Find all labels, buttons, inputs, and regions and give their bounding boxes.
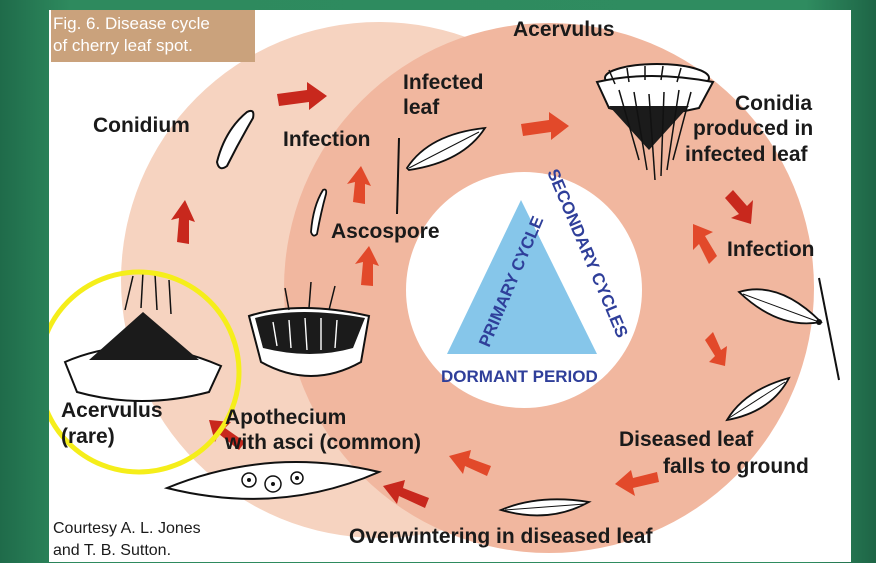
diagram-slide: PRIMARY CYCLE SECONDARY CYCLES DORMANT P… xyxy=(49,10,851,562)
label-infection-right: Infection xyxy=(727,238,815,261)
label-acervulus-top: Acervulus xyxy=(513,18,615,41)
figure-title-line2: of cherry leaf spot. xyxy=(53,36,193,55)
label-acervulus-rare-1: Acervulus xyxy=(61,399,163,422)
label-apothecium-2: with asci (common) xyxy=(224,431,421,454)
label-infected-leaf-2: leaf xyxy=(403,96,440,119)
label-diseased-leaf-1: Diseased leaf xyxy=(619,428,754,451)
disease-cycle-diagram: PRIMARY CYCLE SECONDARY CYCLES DORMANT P… xyxy=(49,10,851,562)
credit-line1: Courtesy A. L. Jones xyxy=(53,520,201,537)
label-conidia-3: infected leaf xyxy=(685,143,809,166)
label-overwintering: Overwintering in diseased leaf xyxy=(349,525,653,548)
label-apothecium-1: Apothecium xyxy=(225,406,346,429)
credit-line2: and T. B. Sutton. xyxy=(53,542,171,559)
dormant-period-label: DORMANT PERIOD xyxy=(441,367,598,386)
label-conidia-1: Conidia xyxy=(735,92,812,115)
label-diseased-leaf-2: falls to ground xyxy=(663,455,809,478)
label-ascospore: Ascospore xyxy=(331,220,440,243)
label-conidium: Conidium xyxy=(93,114,190,137)
label-conidia-2: produced in xyxy=(693,117,813,140)
label-infected-leaf-1: Infected xyxy=(403,71,484,94)
label-infection-inner: Infection xyxy=(283,128,371,151)
figure-title-line1: Fig. 6. Disease cycle xyxy=(53,14,210,33)
label-acervulus-rare-2: (rare) xyxy=(61,425,115,448)
